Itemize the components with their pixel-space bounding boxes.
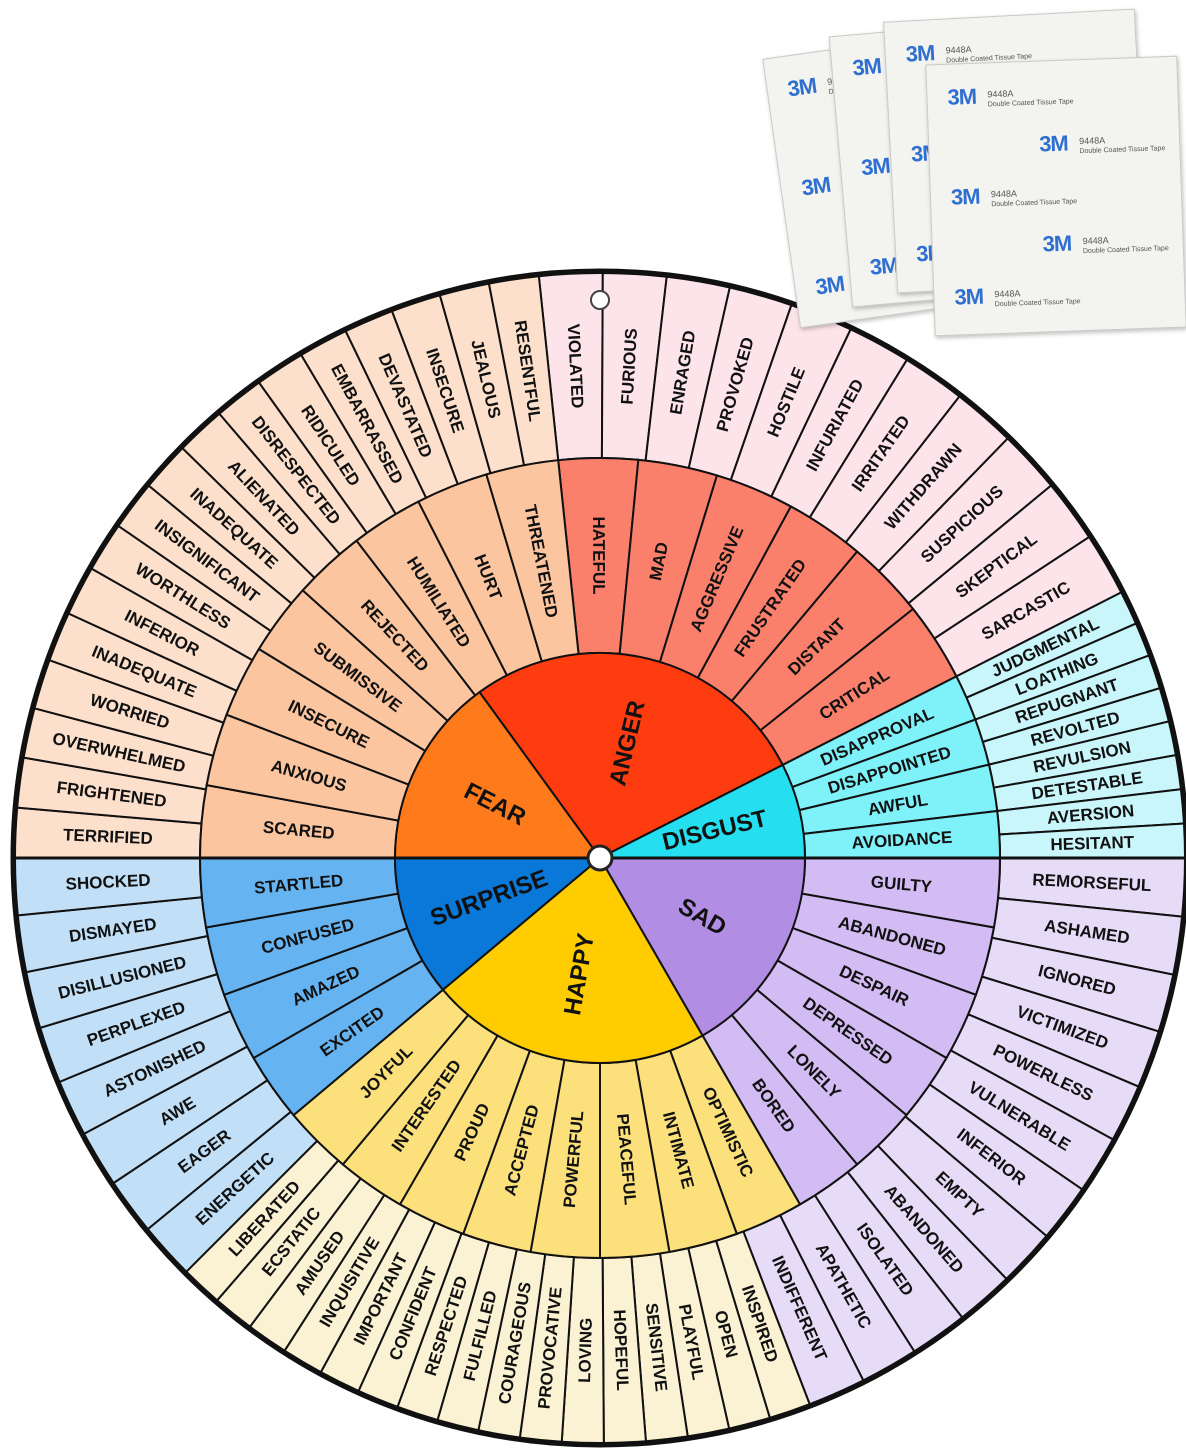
middle-label: HATEFUL	[589, 516, 608, 594]
outer-label: VIOLATED	[564, 323, 587, 409]
tape-subtitle: Double Coated Tissue Tape	[1079, 145, 1166, 156]
tape-brand-logo: 3M	[851, 53, 883, 81]
tape-subtitle: Double Coated Tissue Tape	[987, 98, 1074, 109]
outer-label: SHOCKED	[65, 871, 151, 894]
tape-code: 9448A	[994, 288, 1021, 300]
tape-brand-logo: 3M	[954, 283, 984, 310]
core-segment	[393, 857, 603, 992]
tape-brand-logo: 3M	[860, 152, 891, 181]
tape-subtitle: Double Coated Tissue Tape	[1082, 245, 1169, 256]
tape-subtitle: Double Coated Tissue Tape	[991, 198, 1078, 209]
tape-subtitle: Double Coated Tissue Tape	[994, 298, 1081, 309]
tape-code: 9448A	[990, 188, 1018, 200]
outer-label: HESITANT	[1050, 833, 1135, 854]
core-segment	[393, 690, 602, 859]
tape-code: 9448A	[945, 44, 972, 56]
wheel-rim	[10, 268, 1186, 1448]
tape-brand-logo: 3M	[799, 171, 832, 201]
tape-code: 9448A	[1078, 135, 1106, 147]
outer-label: TERRIFIED	[63, 825, 153, 848]
core-segment	[599, 763, 807, 859]
tape-code: 9448A	[1082, 235, 1109, 247]
tape-brand-logo: 3M	[947, 83, 977, 110]
tape-brand-logo: 3M	[950, 183, 980, 210]
tape-brand-logo: 3M	[1038, 130, 1069, 157]
outer-label: HOPEFUL	[610, 1309, 632, 1391]
core-segment	[441, 856, 704, 1065]
core-segment	[598, 857, 807, 1037]
outer-label: FURIOUS	[618, 328, 642, 405]
hanging-hole	[590, 290, 610, 310]
tape-brand-logo: 3M	[1042, 230, 1072, 257]
tape-brand-logo: 3M	[786, 72, 818, 102]
core-segment	[478, 652, 785, 860]
tape-code: 9448A	[987, 88, 1014, 100]
outer-label: LOVING	[575, 1317, 596, 1383]
tape-brand-logo: 3M	[813, 270, 846, 300]
center-hole	[586, 844, 614, 872]
